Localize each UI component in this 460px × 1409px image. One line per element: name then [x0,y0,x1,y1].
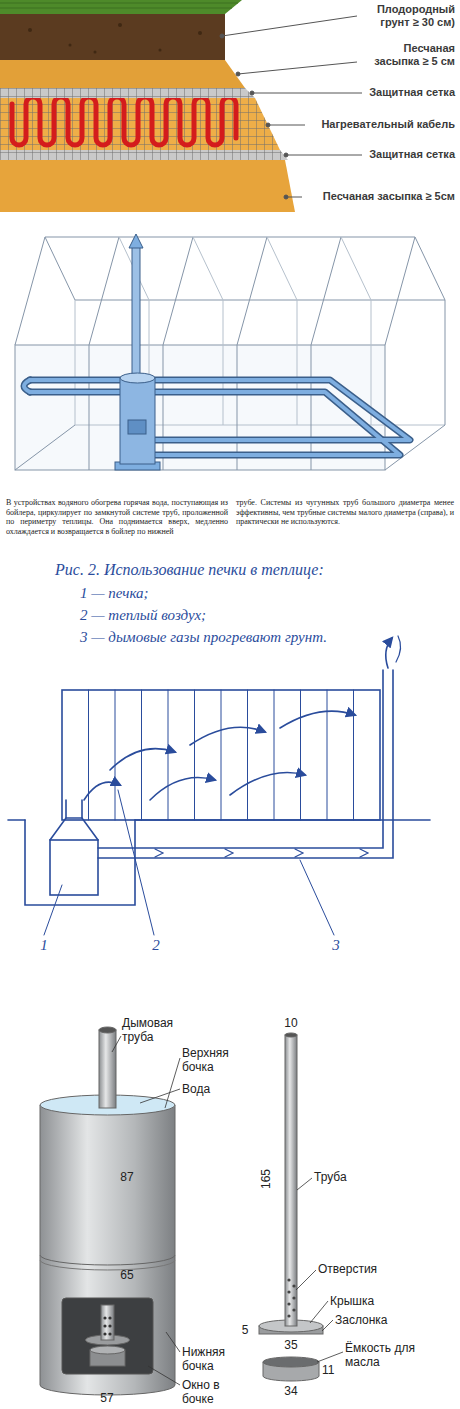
dimension: 35 [279,1338,303,1352]
caption-text: В устройствах водяного обогрева горячая … [6,498,228,536]
boiler [115,234,160,470]
dimension: 34 [279,1384,303,1398]
caption-text: трубе. Системы из чугунных труб большого… [236,498,454,527]
key-item: 2 — теплый воздух; [80,606,440,624]
layer-label: Песчаная засыпка ≥ 5 см [360,42,455,68]
callout-number: 2 [146,936,166,954]
part-label: Верхняя бочка [182,1046,252,1074]
dimension: 87 [115,1170,139,1184]
dimension: 165 [259,1159,273,1199]
key-item: 1 — печка; [80,584,440,602]
stove-scheme [8,636,430,935]
barrel-stove [40,1027,175,1395]
dimension: 57 [95,1391,119,1405]
callout-number: 3 [326,936,346,954]
part-label: Вода [182,1082,222,1096]
part-label: Нижняя бочка [182,1345,252,1373]
figure-title: Рис. 2. Использование печки в теплице: [55,560,445,579]
leader-lines [112,1036,343,1385]
dimension: 65 [115,1268,139,1282]
part-label: Ёмкость для масла [345,1341,417,1369]
layer-label: Защитная сетка [330,86,455,99]
layer-label: Песчаная засыпка ≥ 5см [300,190,455,203]
dimension: 5 [238,1323,252,1337]
part-label: Окно в бочке [182,1378,252,1406]
part-label: Заслонка [335,1313,415,1327]
layer-label: Плодородный грунт ≥ 30 см) [360,3,455,29]
burner-parts [259,1033,323,1381]
part-label: Крышка [330,1294,400,1308]
leader-lines [220,16,362,199]
dimension: 11 [322,1363,340,1377]
part-label: Труба [314,1170,374,1184]
part-label: Отверстия [318,1262,398,1276]
part-label: Дымовая труба [122,1016,184,1044]
callout-number: 1 [34,936,54,954]
key-item: 3 — дымовые газы прогревают грунт. [80,628,440,646]
dimension: 10 [279,1016,303,1030]
greenhouse-frame [15,237,445,470]
layer-label: Защитная сетка [330,148,455,161]
layer-label: Нагревательный кабель [300,118,455,131]
heating-pipes [24,380,410,455]
